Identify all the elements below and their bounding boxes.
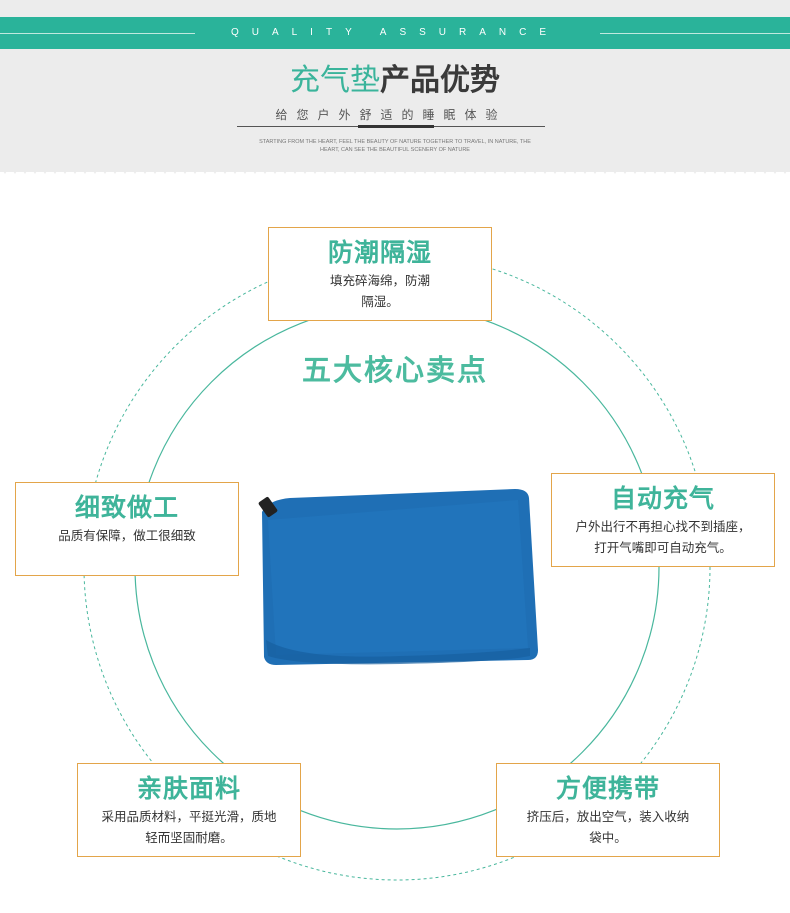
feature-desc-line-1: 填充碎海绵，防潮: [329, 273, 430, 288]
feature-card-portable: 方便携带 挤压后，放出空气，装入收纳 袋中。: [496, 763, 720, 857]
title-light: 充气垫: [290, 63, 380, 98]
feature-desc-line-2: 打开气嘴即可自动充气。: [594, 540, 732, 555]
tagline-line-2: HEART, CAN SEE THE BEAUTIFUL SCENERY OF …: [320, 147, 470, 153]
outer-dashed-circle: [83, 253, 711, 881]
feature-card-auto-inflate: 自动充气 户外出行不再担心找不到插座， 打开气嘴即可自动充气。: [551, 473, 775, 567]
tagline: STARTING FROM THE HEART, FEEL THE BEAUTY…: [230, 138, 560, 154]
banner-line-right: [600, 33, 790, 34]
feature-desc-line-1: 挤压后，放出空气，装入收纳: [526, 809, 690, 824]
feature-desc-line-1: 品质有保障，做工很细致: [58, 528, 196, 543]
feature-desc-line-1: 户外出行不再担心找不到插座，: [575, 519, 751, 534]
feature-desc-line-1: 采用品质材料，平挺光滑，质地: [101, 809, 277, 824]
banner-text: QUALITY ASSURANCE: [230, 27, 560, 38]
feature-desc-line-2: 隔湿。: [361, 294, 399, 309]
title-bold: 产品优势: [380, 63, 500, 98]
quality-banner: QUALITY ASSURANCE: [0, 17, 790, 49]
inflatable-pad-image: [258, 489, 538, 665]
feature-title: 方便携带: [555, 774, 660, 803]
feature-card-moisture-proof: 防潮隔湿 填充碎海绵，防潮 隔湿。: [268, 227, 492, 321]
tagline-line-1: STARTING FROM THE HEART, FEEL THE BEAUTY…: [259, 139, 531, 145]
feature-card-skin-friendly-fabric: 亲肤面料 采用品质材料，平挺光滑，质地 轻而坚固耐磨。: [77, 763, 301, 857]
header-zigzag-edge: [0, 166, 790, 174]
feature-title: 自动充气: [610, 484, 715, 513]
feature-title: 防潮隔湿: [327, 238, 432, 267]
feature-card-craftsmanship: 细致做工 品质有保障，做工很细致: [15, 482, 239, 576]
feature-desc-line-2: 轻而坚固耐磨。: [145, 830, 233, 845]
feature-desc-line-2: 袋中。: [589, 830, 627, 845]
core-selling-points-title: 五大核心卖点: [301, 353, 488, 387]
feature-title: 细致做工: [74, 493, 179, 522]
banner-line-left: [0, 33, 195, 34]
subtitle-underline-accent: [358, 125, 434, 128]
page-subtitle: 给您户外舒适的睡眠体验: [275, 108, 507, 122]
page-title: 充气垫产品优势: [0, 60, 790, 102]
feature-title: 亲肤面料: [136, 774, 241, 803]
